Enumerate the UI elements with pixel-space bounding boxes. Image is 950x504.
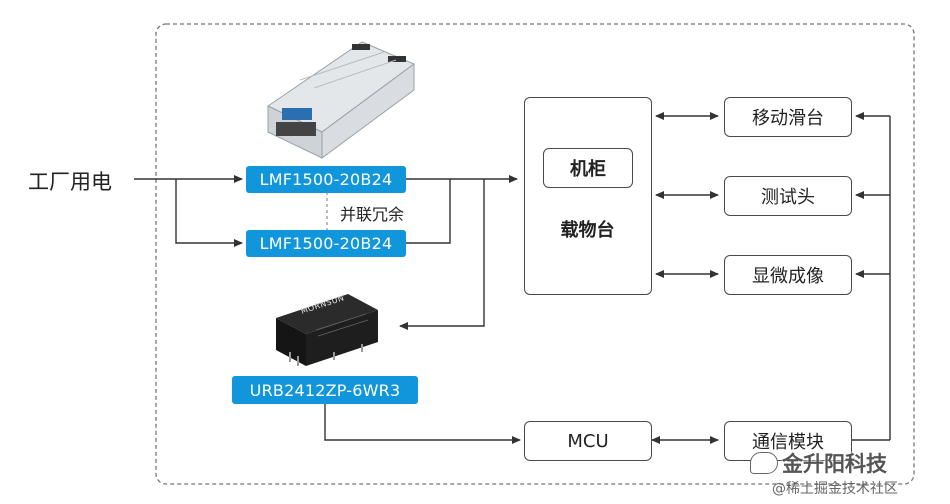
testhead-box: 测试头	[724, 176, 852, 216]
imaging-box: 显微成像	[724, 255, 852, 295]
redundancy-label: 并联冗余	[340, 205, 405, 224]
psu-bottom-output-line	[406, 179, 451, 244]
psu-bottom-label: LMF1500-20B24	[246, 230, 406, 257]
input-label: 工厂用电	[28, 170, 112, 194]
dcdc-feed-line	[399, 179, 485, 330]
mcu-box: MCU	[524, 421, 652, 461]
dcdc-module-image	[276, 294, 378, 366]
watermark-main: 金升阳科技	[782, 452, 887, 476]
psu-top-label: LMF1500-20B24	[246, 166, 406, 193]
slide-box: 移动滑台	[724, 97, 852, 137]
system-boundary	[155, 23, 915, 485]
watermark-logo-icon	[750, 452, 778, 474]
dcdc-label: URB2412ZP-6WR3	[232, 376, 418, 404]
cabinet-inner-box: 机柜	[543, 148, 633, 188]
cabinet-box: 机柜 载物台	[524, 97, 652, 295]
stage-label: 载物台	[560, 220, 615, 241]
psu-image	[267, 41, 416, 159]
watermark-sub: @稀土掘金技术社区	[772, 481, 898, 497]
comm-box: 通信模块	[724, 421, 852, 461]
dcdc-to-mcu-line	[324, 404, 521, 444]
input-branch-line	[175, 179, 243, 247]
